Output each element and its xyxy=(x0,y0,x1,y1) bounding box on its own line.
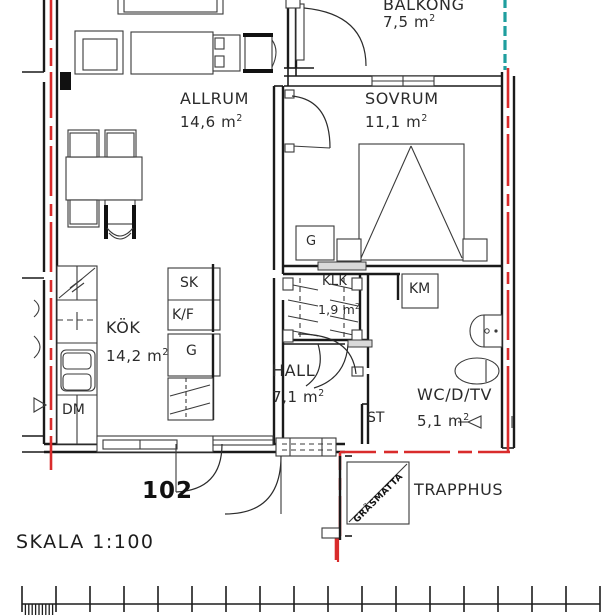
room-label-hall: HALL xyxy=(272,361,316,380)
room-label-trapphus: TRAPPHUS xyxy=(414,480,504,499)
unit-number: 102 xyxy=(142,478,194,504)
bedroom-door xyxy=(284,89,331,153)
bathroom-fixtures xyxy=(454,314,513,429)
allrum-furniture xyxy=(60,0,277,240)
scale-ruler xyxy=(21,586,601,615)
room-area-klk: 1,9 m2 xyxy=(318,302,361,318)
bedroom-furniture xyxy=(295,75,488,271)
stairwell xyxy=(338,455,410,540)
interior-walls xyxy=(211,85,502,444)
cabinet-label-sk: SK xyxy=(180,275,199,291)
room-label-klk: KLK xyxy=(322,274,348,289)
cabinet-label-st: ST xyxy=(367,410,385,426)
room-label-sovrum: SOVRUM xyxy=(365,89,439,108)
cabinet-label-dm: DM xyxy=(62,402,85,418)
room-area-balkong: 7,5 m2 xyxy=(383,13,436,31)
kitchen-fixtures xyxy=(33,265,221,453)
room-area-allrum: 14,6 m2 xyxy=(180,113,243,131)
washing-machine xyxy=(401,273,439,309)
scale-label: SKALA 1:100 xyxy=(16,531,155,553)
cabinet-label-km: KM xyxy=(409,281,431,297)
cabinet-label-g-kitchen: G xyxy=(186,343,197,359)
room-area-wc: 5,1 m2 xyxy=(417,412,470,430)
room-area-kok: 14,2 m2 xyxy=(106,347,169,365)
hall-doors xyxy=(175,333,364,539)
room-label-balkong: BALKONG xyxy=(383,0,465,14)
cabinet-label-g-bedroom: G xyxy=(306,234,317,249)
klk-closet xyxy=(282,277,373,389)
cabinet-label-kf: K/F xyxy=(172,307,194,323)
room-area-hall: 7,1 m2 xyxy=(272,388,325,406)
room-label-kok: KÖK xyxy=(106,318,141,337)
balcony-door xyxy=(285,0,367,67)
room-label-allrum: ALLRUM xyxy=(180,89,250,108)
room-label-wc: WC/D/TV xyxy=(417,385,493,404)
room-area-sovrum: 11,1 m2 xyxy=(365,113,428,131)
